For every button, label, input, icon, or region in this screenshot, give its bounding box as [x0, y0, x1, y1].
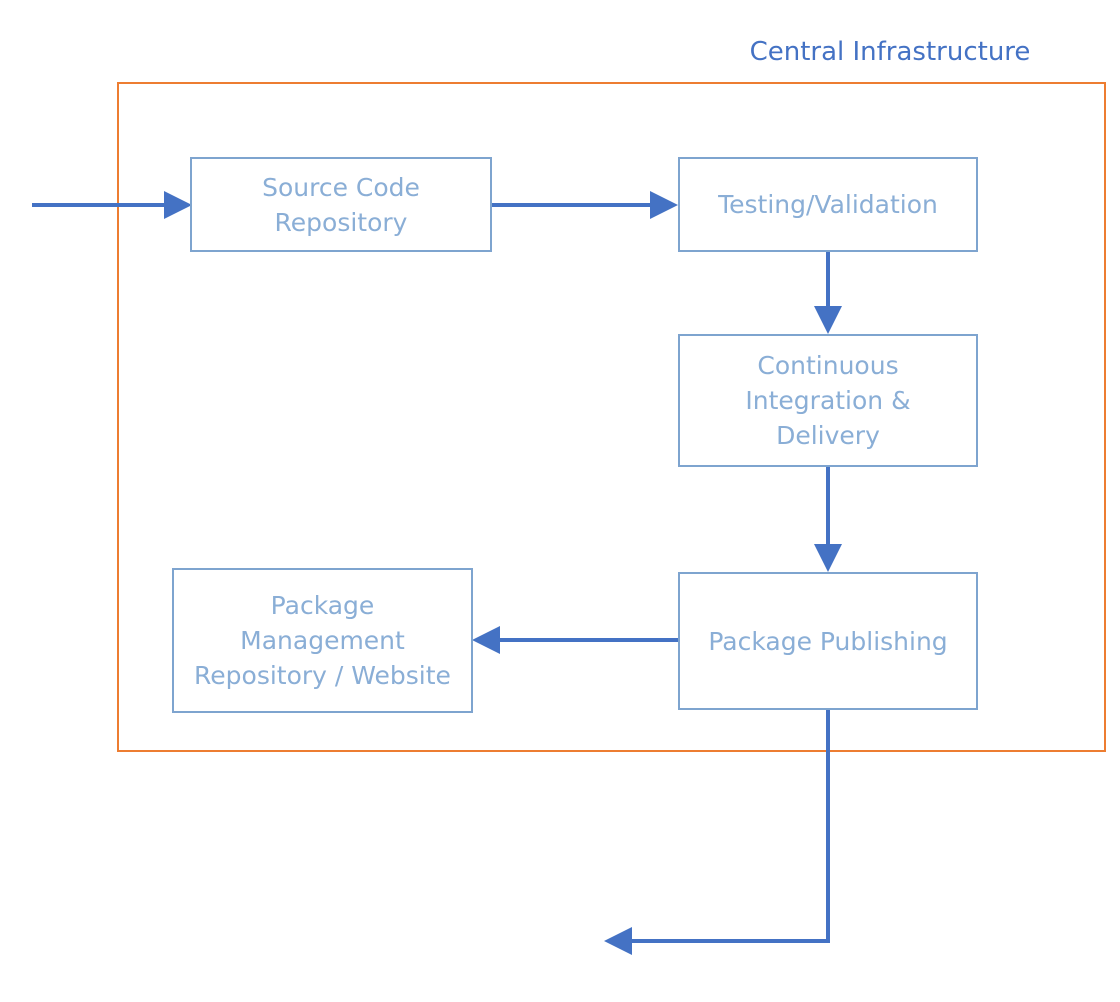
testing-validation-node: Testing/Validation [678, 157, 978, 252]
continuous-integration-delivery-node: Continuous Integration & Delivery [678, 334, 978, 467]
central-infrastructure-boundary [117, 82, 1106, 752]
arrow-incoming-to-source-code [32, 191, 192, 219]
package-management-repository-node: Package Management Repository / Website [172, 568, 473, 713]
source-code-repository-node: Source Code Repository [190, 157, 492, 252]
arrow-publishing-to-package-management [472, 626, 678, 654]
arrow-source-code-to-testing [490, 191, 678, 219]
central-infrastructure-label: Central Infrastructure [749, 37, 1031, 67]
arrow-ci-to-publishing [814, 466, 842, 572]
arrow-testing-to-ci [814, 250, 842, 334]
arrow-publishing-outgoing [604, 709, 830, 955]
package-publishing-node: Package Publishing [678, 572, 978, 710]
